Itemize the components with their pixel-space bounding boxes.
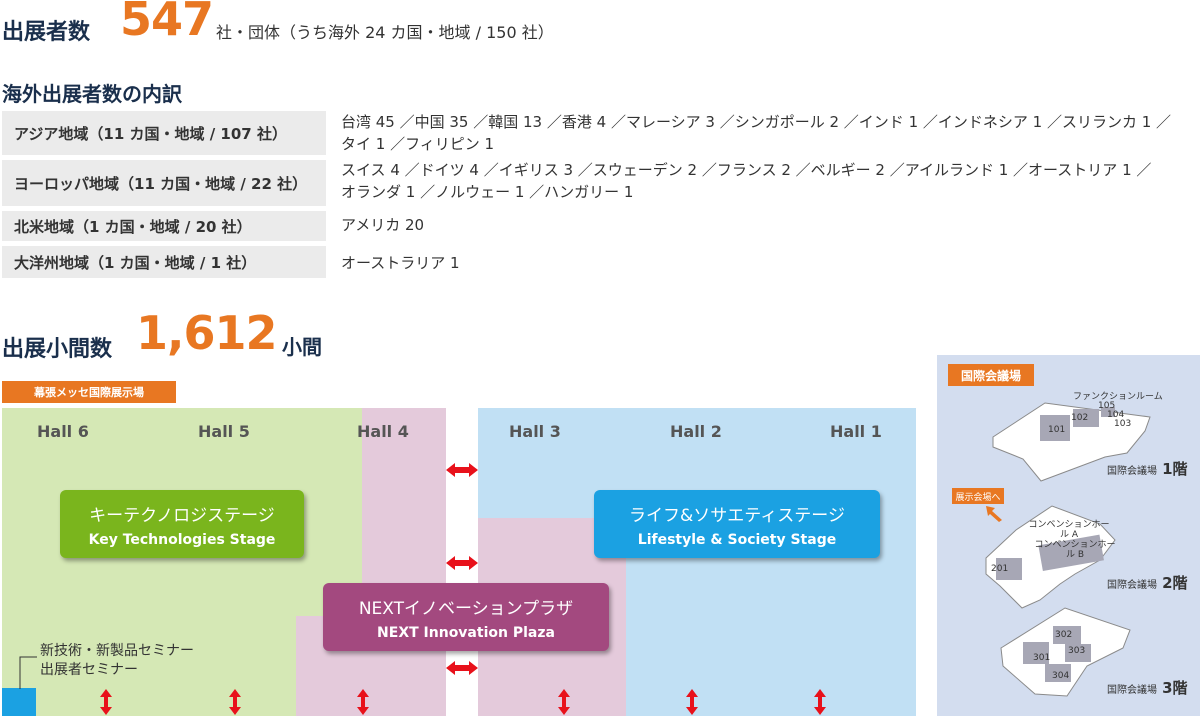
room-201: 201	[991, 564, 1009, 574]
hall-5: Hall 5	[198, 422, 250, 441]
life-stage-en: Lifestyle & Society Stage	[637, 531, 837, 548]
icc-floor1-level: 1階	[1162, 460, 1188, 478]
exhibitors-label: 出展者数	[2, 20, 91, 45]
entrance-arrow-3	[357, 689, 369, 715]
hall-2: Hall 2	[670, 422, 722, 441]
entrance-arrow-6	[814, 689, 826, 715]
icc-tag: 国際会議場	[948, 364, 1034, 386]
room-301: 301	[1033, 653, 1051, 663]
room-104: 104	[1107, 410, 1125, 420]
booths-label: 出展小間数	[2, 337, 113, 362]
region-asia-line2: タイ 1 ／フィリピン 1	[341, 135, 495, 153]
hall-4: Hall 4	[357, 422, 409, 441]
region-europe: ヨーロッパ地域（11 カ国・地域 / 22 社）	[2, 160, 326, 206]
hall-1: Hall 1	[830, 422, 882, 441]
booths-count: 1,612	[136, 306, 278, 360]
next-plaza-en: NEXT Innovation Plaza	[377, 624, 555, 641]
icc-floor1-map	[992, 402, 1151, 482]
function-room-label: ファンクションルーム	[1073, 392, 1163, 402]
icc-floor3-level: 3階	[1162, 679, 1188, 697]
room-103: 103	[1114, 419, 1132, 429]
seminar-area	[2, 688, 36, 716]
region-oceania-detail: オーストラリア 1	[341, 254, 460, 272]
key-stage-jp: キーテクノロジステージ	[89, 505, 275, 526]
room-303: 303	[1068, 646, 1086, 656]
room-304: 304	[1052, 671, 1070, 681]
seminar-leader-line	[19, 656, 37, 689]
venue-tag: 幕張メッセ国際展示場	[2, 381, 176, 403]
hall-connector-arrow-3	[446, 661, 478, 675]
convention-hall-a: コンベンションホール A	[1028, 520, 1110, 540]
key-stage-en: Key Technologies Stage	[88, 531, 276, 548]
icc-floor2-name: 国際会議場	[1107, 580, 1157, 591]
region-europe-detail: スイス 4 ／ドイツ 4 ／イギリス 3 ／スウェーデン 2 ／フランス 2 ／…	[341, 159, 1181, 203]
exhibitors-detail: 社・団体（うち海外 24 カ国・地域 / 150 社）	[216, 23, 554, 42]
to-exhibition-arrow	[986, 506, 1002, 522]
icc-floor3-name: 国際会議場	[1107, 685, 1157, 696]
icc-floor1-label: 国際会議場 1階	[1107, 458, 1188, 479]
seminar-line-1: 新技術・新製品セミナー	[40, 643, 194, 659]
life-stage-jp: ライフ&ソサエティステージ	[629, 505, 845, 526]
room-101: 101	[1048, 425, 1066, 435]
entrance-arrow-5	[686, 689, 698, 715]
region-north-america: 北米地域（1 カ国・地域 / 20 社）	[2, 211, 326, 241]
seminar-label: 新技術・新製品セミナー 出展者セミナー	[40, 642, 194, 680]
icc-floor1-name: 国際会議場	[1107, 466, 1157, 477]
region-asia: アジア地域（11 カ国・地域 / 107 社）	[2, 111, 326, 155]
icc-floor2-label: 国際会議場 2階	[1107, 572, 1188, 593]
icc-floor2-map	[985, 505, 1116, 609]
lifestyle-society-stage[interactable]: ライフ&ソサエティステージ Lifestyle & Society Stage	[594, 490, 880, 558]
region-asia-line1: 台湾 45 ／中国 35 ／韓国 13 ／香港 4 ／マレーシア 3 ／シンガポ…	[341, 113, 1172, 131]
icc-floor2-level: 2階	[1162, 574, 1188, 592]
hall-connector-arrow-2	[446, 556, 478, 570]
room-102: 102	[1071, 413, 1089, 423]
entrance-arrow-2	[229, 689, 241, 715]
room-302: 302	[1055, 630, 1073, 640]
icc-floor3-map	[1000, 607, 1131, 697]
convention-hall-b: コンベンションホール B	[1034, 540, 1116, 560]
next-plaza-jp: NEXTイノベーションプラザ	[358, 598, 574, 619]
region-north-america-detail: アメリカ 20	[341, 216, 425, 234]
exhibitors-count: 547	[120, 0, 214, 46]
next-innovation-plaza[interactable]: NEXTイノベーションプラザ NEXT Innovation Plaza	[323, 583, 609, 651]
hall-6: Hall 6	[37, 422, 89, 441]
hall-connector-arrow-1	[446, 463, 478, 477]
overseas-title: 海外出展者数の内訳	[2, 82, 182, 106]
seminar-line-2: 出展者セミナー	[40, 662, 138, 678]
entrance-arrow-1	[100, 689, 112, 715]
key-technologies-stage[interactable]: キーテクノロジステージ Key Technologies Stage	[60, 490, 304, 558]
entrance-arrow-4	[558, 689, 570, 715]
icc-floor3-label: 国際会議場 3階	[1107, 677, 1188, 698]
region-asia-detail: 台湾 45 ／中国 35 ／韓国 13 ／香港 4 ／マレーシア 3 ／シンガポ…	[341, 111, 1181, 155]
hall-3: Hall 3	[509, 422, 561, 441]
region-oceania: 大洋州地域（1 カ国・地域 / 1 社）	[2, 246, 326, 278]
to-exhibition-tag[interactable]: 展示会場へ	[952, 488, 1004, 504]
region-europe-line2: オランダ 1 ／ノルウェー 1 ／ハンガリー 1	[341, 183, 634, 201]
region-europe-line1: スイス 4 ／ドイツ 4 ／イギリス 3 ／スウェーデン 2 ／フランス 2 ／…	[341, 161, 1152, 179]
room-105: 105	[1098, 401, 1116, 411]
booths-unit: 小間	[282, 335, 322, 359]
